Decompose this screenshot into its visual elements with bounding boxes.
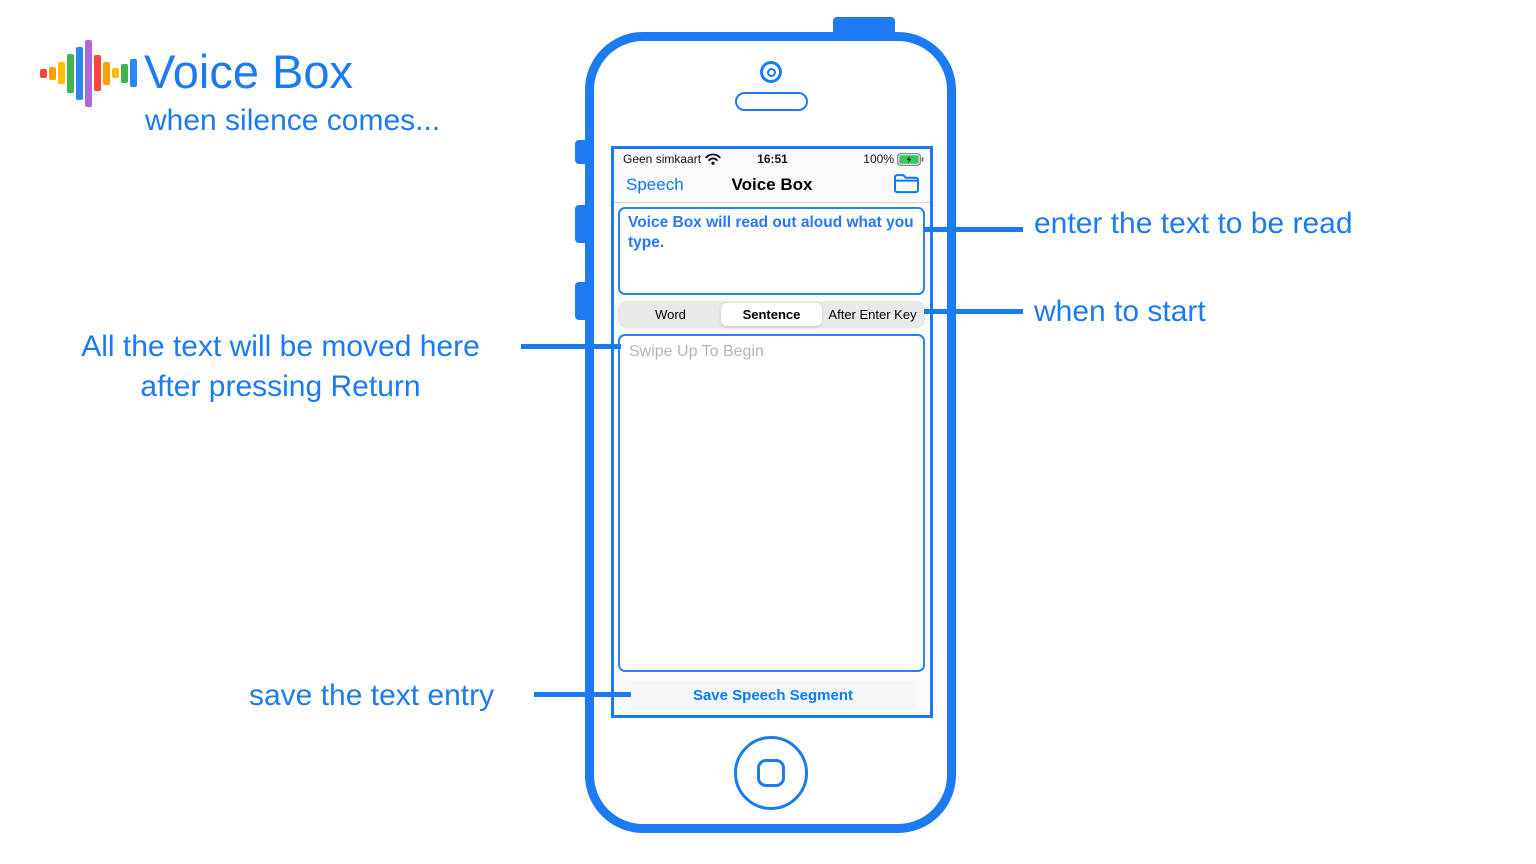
segment-word[interactable]: Word — [655, 307, 686, 322]
waveform-bar — [85, 39, 92, 107]
start-mode-segmented-control: Word Sentence After Enter Key — [618, 301, 925, 328]
waveform-bar — [76, 46, 83, 100]
annotation-enter-text: enter the text to be read — [1034, 207, 1353, 240]
save-speech-segment-button[interactable]: Save Speech Segment — [631, 681, 915, 710]
nav-title: Voice Box — [731, 175, 813, 194]
waveform-bar — [49, 66, 56, 80]
front-camera-icon — [760, 61, 782, 83]
connector-line-when-to-start — [924, 309, 1023, 314]
app-title: Voice Box — [144, 45, 354, 98]
home-button-square-icon — [757, 759, 785, 787]
connector-line-save-entry — [534, 692, 631, 697]
segment-after-enter-key[interactable]: After Enter Key — [828, 307, 917, 322]
nav-divider — [614, 202, 930, 203]
annotation-moved-here: All the text will be moved here after pr… — [48, 327, 513, 407]
earpiece-speaker — [735, 92, 808, 111]
waveform-bar — [103, 61, 110, 85]
speech-back-button[interactable]: Speech — [626, 175, 684, 194]
clock: 16:51 — [757, 152, 788, 166]
folder-icon[interactable] — [893, 173, 920, 194]
waveform-bar — [94, 55, 101, 91]
annotation-moved-here-line2: after pressing Return — [140, 370, 421, 403]
annotation-when-to-start: when to start — [1034, 295, 1206, 328]
status-bar: Geen simkaart 16:51 100% — [620, 150, 925, 168]
app-tagline: when silence comes... — [145, 104, 441, 137]
speech-text-input[interactable]: Voice Box will read out aloud what you t… — [618, 207, 925, 295]
wifi-icon — [705, 153, 721, 165]
battery-charging-icon — [897, 152, 924, 166]
annotation-moved-here-line1: All the text will be moved here — [81, 330, 480, 363]
waveform-bar — [121, 63, 128, 83]
home-button[interactable] — [734, 736, 808, 810]
connector-line-enter-text — [924, 227, 1023, 232]
navigation-bar: Speech Voice Box — [614, 168, 930, 202]
waveform-bar — [67, 53, 74, 93]
moved-text-area[interactable]: Swipe Up To Begin — [618, 334, 925, 672]
waveform-bar — [58, 62, 65, 84]
connector-line-moved-here — [521, 344, 621, 349]
battery-percent-label: 100% — [863, 152, 894, 166]
waveform-bar — [130, 59, 137, 87]
waveform-bar — [40, 68, 47, 78]
annotation-save-entry: save the text entry — [249, 679, 495, 712]
app-screen: Geen simkaart 16:51 100% Speech — [611, 146, 933, 718]
carrier-label: Geen simkaart — [623, 152, 702, 166]
voice-waveform-icon — [40, 36, 137, 110]
segment-sentence[interactable]: Sentence — [721, 303, 822, 326]
waveform-bar — [112, 68, 119, 78]
